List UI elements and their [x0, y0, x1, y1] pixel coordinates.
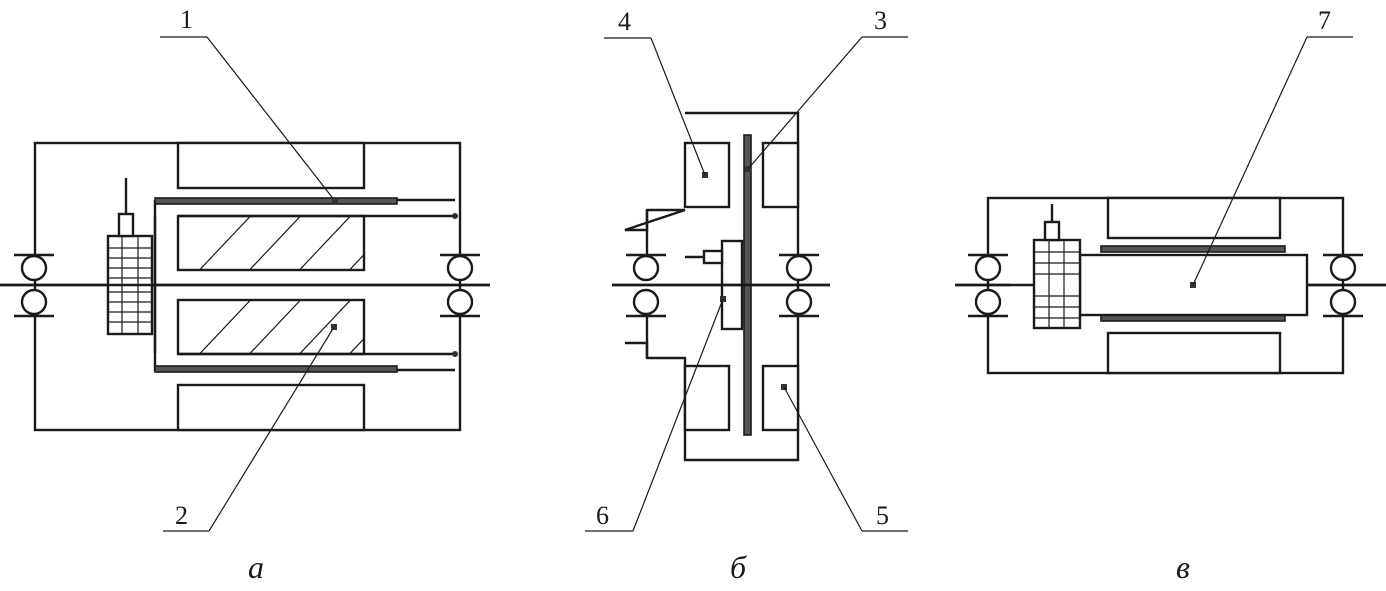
caption-b: б [730, 549, 747, 585]
bar-top-a [154, 197, 398, 205]
figure-b: 4 3 6 5 б [585, 6, 908, 585]
bearing-left-a [14, 253, 54, 318]
pocket-bl-b [683, 364, 731, 432]
brush-c [1043, 220, 1061, 242]
winding-top-a [176, 214, 366, 272]
stator-bottom-a [176, 383, 366, 432]
label-7: 7 [1318, 6, 1331, 35]
bar-bottom-a [154, 365, 398, 373]
bar-top-c [1100, 245, 1286, 253]
label-6: 6 [596, 501, 609, 530]
bearing-left-c [968, 253, 1008, 318]
brush-a [117, 212, 135, 238]
pocket-br-b [761, 364, 800, 432]
figure-a: 1 2 а [0, 5, 490, 585]
pocket-tr-b [761, 141, 800, 209]
bearing-right-a [440, 253, 480, 318]
stator-top-a [176, 141, 366, 190]
bearing-right-c [1323, 253, 1363, 318]
bearing-right-b [779, 253, 819, 318]
stator-top-c [1106, 196, 1282, 240]
label-3: 3 [874, 6, 887, 35]
figure-c: 7 в [955, 6, 1386, 585]
caption-a: а [248, 549, 264, 585]
label-2: 2 [175, 501, 188, 530]
label-4: 4 [618, 7, 631, 36]
commutator-c [1032, 238, 1082, 330]
caption-c: в [1176, 549, 1190, 585]
pocket-tl-b [683, 141, 731, 209]
label-5: 5 [876, 501, 889, 530]
bearing-left-b [626, 253, 666, 318]
stator-bottom-c [1106, 331, 1282, 375]
label-1: 1 [180, 5, 193, 34]
